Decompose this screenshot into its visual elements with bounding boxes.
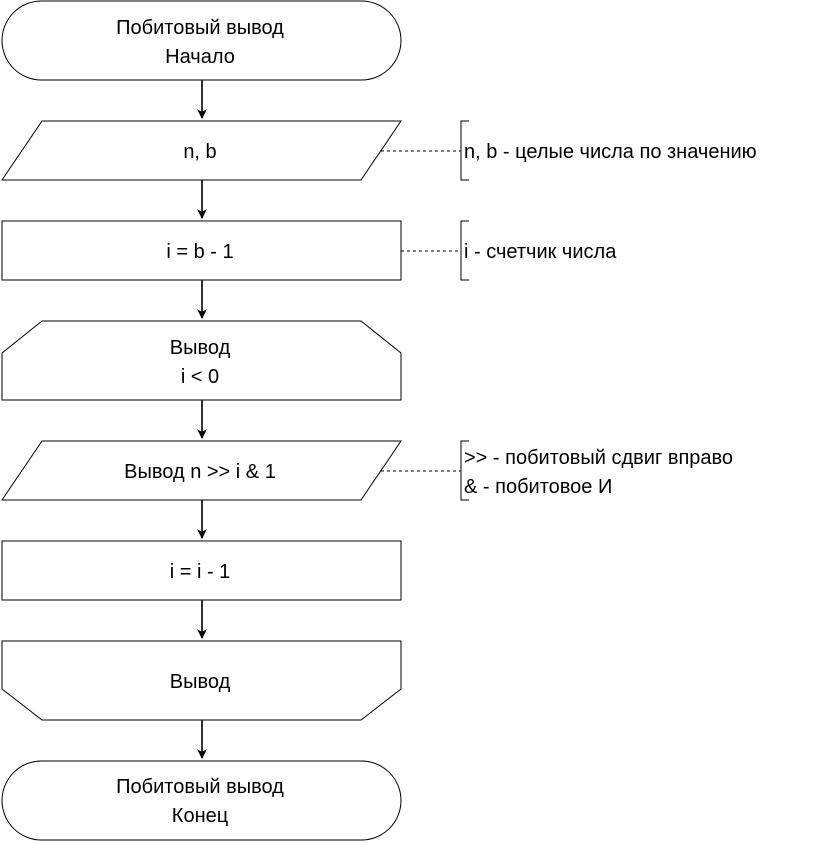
loop-start-condition: i < 0 [181, 366, 219, 388]
init-label: i = b - 1 [166, 241, 233, 263]
loop-end-shape [1, 640, 402, 721]
start-title: Побитовый вывод [116, 17, 284, 39]
decrement-shape [1, 540, 402, 601]
end-label: Конец [172, 805, 228, 827]
decrement-label: i = i - 1 [170, 561, 231, 583]
output-block[interactable]: Вывод n >> i & 1 [1, 440, 402, 501]
comment-input-bracket [460, 120, 469, 181]
comment-init-text: i - счетчик числа [464, 241, 617, 263]
start-label: Начало [165, 46, 235, 68]
loop-start-shape [1, 320, 402, 401]
loop-end-label: Вывод [170, 671, 231, 693]
end-shape [1, 760, 402, 841]
input-shape [1, 120, 402, 181]
input-block[interactable]: n, b [1, 120, 402, 181]
init-shape [1, 220, 402, 281]
comment-output: >> - побитовый сдвиг вправо & - побитово… [381, 440, 733, 501]
loop-start-block[interactable]: Вывод i < 0 [1, 320, 402, 401]
loop-start-title: Вывод [170, 337, 231, 359]
comment-input-text: n, b - целые числа по значению [464, 141, 757, 163]
comment-output-text-2: & - побитовое И [464, 476, 612, 498]
start-terminator[interactable]: Побитовый вывод Начало [1, 0, 402, 81]
input-label: n, b [183, 141, 216, 163]
output-label: Вывод n >> i & 1 [124, 461, 276, 483]
comment-input: n, b - целые числа по значению [381, 120, 757, 181]
init-process[interactable]: i = b - 1 [1, 220, 402, 281]
end-title: Побитовый вывод [116, 776, 284, 798]
comment-init-bracket [460, 220, 469, 281]
end-terminator[interactable]: Побитовый вывод Конец [1, 760, 402, 841]
comment-output-bracket [460, 440, 469, 501]
start-shape [1, 0, 402, 81]
loop-end-block[interactable]: Вывод [1, 640, 402, 721]
decrement-process[interactable]: i = i - 1 [1, 540, 402, 601]
comment-init: i - счетчик числа [401, 220, 617, 281]
output-shape [1, 440, 402, 501]
comment-output-text-1: >> - побитовый сдвиг вправо [464, 447, 733, 469]
